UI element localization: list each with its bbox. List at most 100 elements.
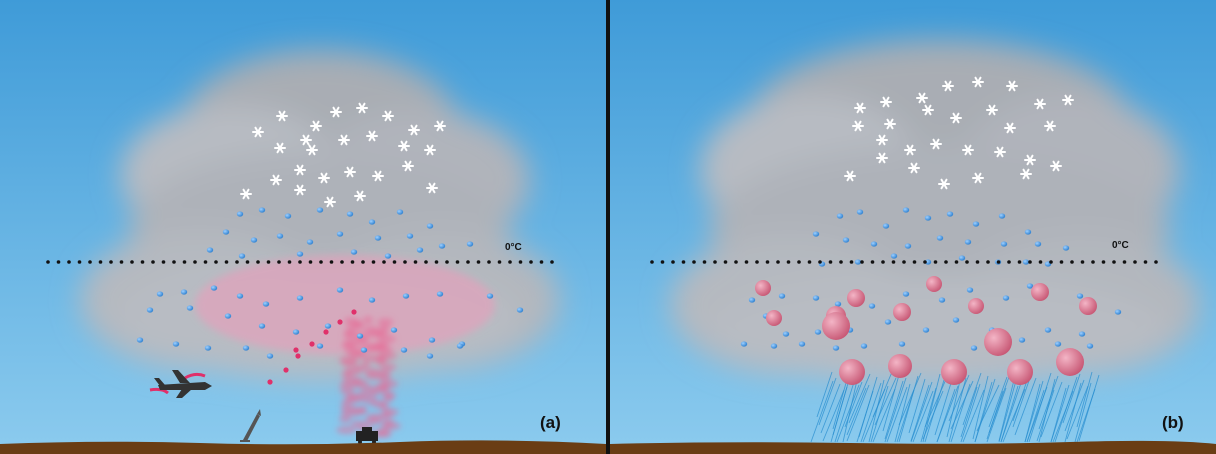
plume-puff bbox=[382, 419, 395, 427]
snowflake-icon bbox=[408, 124, 420, 136]
water-droplet bbox=[296, 295, 304, 301]
rain-streak bbox=[934, 382, 952, 436]
isotherm-dot bbox=[487, 260, 491, 264]
hailstone bbox=[1056, 348, 1084, 376]
rain-streak bbox=[962, 389, 985, 443]
water-droplet bbox=[958, 255, 966, 261]
water-droplet bbox=[384, 253, 392, 259]
snowflake-icon bbox=[300, 134, 312, 146]
isotherm-dot bbox=[933, 260, 938, 264]
snowflake-icon bbox=[276, 110, 288, 122]
water-droplet bbox=[306, 239, 314, 245]
hailstone bbox=[755, 280, 771, 296]
isotherm-dot bbox=[266, 260, 271, 264]
isotherm-dot bbox=[849, 260, 854, 264]
water-droplet bbox=[1114, 309, 1122, 315]
snowflake-icon bbox=[1006, 80, 1018, 92]
snowflake-icon bbox=[424, 144, 436, 156]
water-droplet bbox=[368, 219, 376, 225]
isotherm-dot bbox=[839, 260, 843, 264]
snowflake-icon bbox=[972, 172, 984, 184]
snowflake-icon bbox=[354, 190, 366, 202]
rain-streak bbox=[924, 379, 945, 443]
plume-puff bbox=[377, 318, 394, 326]
water-droplet bbox=[1078, 331, 1086, 337]
isotherm-label: 0°C bbox=[505, 242, 522, 253]
isotherm-dot bbox=[923, 260, 927, 264]
isotherm-dot bbox=[119, 260, 124, 264]
hailstone bbox=[839, 359, 865, 385]
isotherm-dot bbox=[681, 260, 686, 264]
rain-streak bbox=[836, 384, 860, 443]
rain-streak bbox=[846, 387, 867, 436]
water-droplet bbox=[998, 213, 1006, 219]
isotherm-dot bbox=[371, 260, 376, 264]
isotherm-dot bbox=[214, 260, 218, 264]
isotherm-dot bbox=[660, 260, 665, 264]
isotherm-dot bbox=[1080, 260, 1085, 264]
plume-puff bbox=[350, 350, 365, 358]
seeding-particle bbox=[323, 329, 329, 335]
isotherm-dot bbox=[445, 260, 449, 264]
water-droplet bbox=[156, 291, 164, 297]
isotherm-dot bbox=[46, 260, 50, 264]
water-droplet bbox=[276, 233, 284, 239]
water-droplet bbox=[316, 343, 324, 349]
water-droplet bbox=[1024, 229, 1032, 235]
snowflake-icon bbox=[398, 140, 410, 152]
isotherm-dot bbox=[550, 260, 554, 264]
snowflake-icon bbox=[876, 134, 888, 146]
snowflake-icon bbox=[324, 196, 336, 208]
isotherm-dot bbox=[140, 260, 145, 264]
isotherm-dot bbox=[413, 260, 418, 264]
isotherm-dot bbox=[1101, 260, 1106, 264]
water-droplet bbox=[516, 307, 524, 313]
plume-puff bbox=[378, 402, 389, 410]
plume-puff bbox=[361, 354, 376, 362]
hailstone bbox=[968, 298, 984, 314]
water-droplet bbox=[812, 295, 820, 301]
isotherm-dot bbox=[1143, 260, 1148, 264]
water-droplet bbox=[964, 239, 972, 245]
water-droplet bbox=[416, 247, 424, 253]
snowflake-icon bbox=[852, 120, 864, 132]
plume-puff bbox=[339, 415, 352, 423]
plume-puff bbox=[340, 404, 357, 412]
water-droplet bbox=[966, 287, 974, 293]
rain-streak bbox=[1064, 382, 1082, 443]
water-droplet bbox=[898, 341, 906, 347]
isotherm-dot bbox=[56, 260, 61, 264]
plume-puff bbox=[379, 324, 390, 332]
rain-streak bbox=[1040, 381, 1063, 438]
snowflake-icon bbox=[330, 106, 342, 118]
isotherm-dot bbox=[807, 260, 812, 264]
rain-streak bbox=[948, 377, 967, 443]
isotherm-dot bbox=[870, 260, 875, 264]
isotherm-dot bbox=[508, 260, 512, 264]
rain-streak bbox=[1074, 382, 1092, 443]
isotherm-label: 0°C bbox=[1112, 240, 1129, 251]
isotherm-dot bbox=[539, 260, 544, 264]
plume-puff bbox=[344, 367, 361, 375]
snowflake-icon bbox=[434, 120, 446, 132]
water-droplet bbox=[374, 235, 382, 241]
airplane-icon bbox=[149, 370, 212, 398]
water-droplet bbox=[812, 231, 820, 237]
rain-streak bbox=[846, 384, 870, 442]
isotherm-dot bbox=[88, 260, 92, 264]
isotherm-dot bbox=[424, 260, 428, 264]
isotherm-dot bbox=[361, 260, 365, 264]
hailstone bbox=[1079, 297, 1097, 315]
water-droplet bbox=[236, 211, 244, 217]
isotherm-dot bbox=[224, 260, 229, 264]
water-droplet bbox=[952, 317, 960, 323]
snowflake-icon bbox=[356, 102, 368, 114]
isotherm-dot bbox=[529, 260, 533, 264]
water-droplet bbox=[360, 347, 368, 353]
isotherm-dot bbox=[298, 260, 302, 264]
isotherm-dot bbox=[277, 260, 281, 264]
isotherm-dot bbox=[1091, 260, 1095, 264]
snowflake-icon bbox=[922, 104, 934, 116]
water-droplet bbox=[262, 301, 270, 307]
isotherm-dot bbox=[755, 260, 759, 264]
